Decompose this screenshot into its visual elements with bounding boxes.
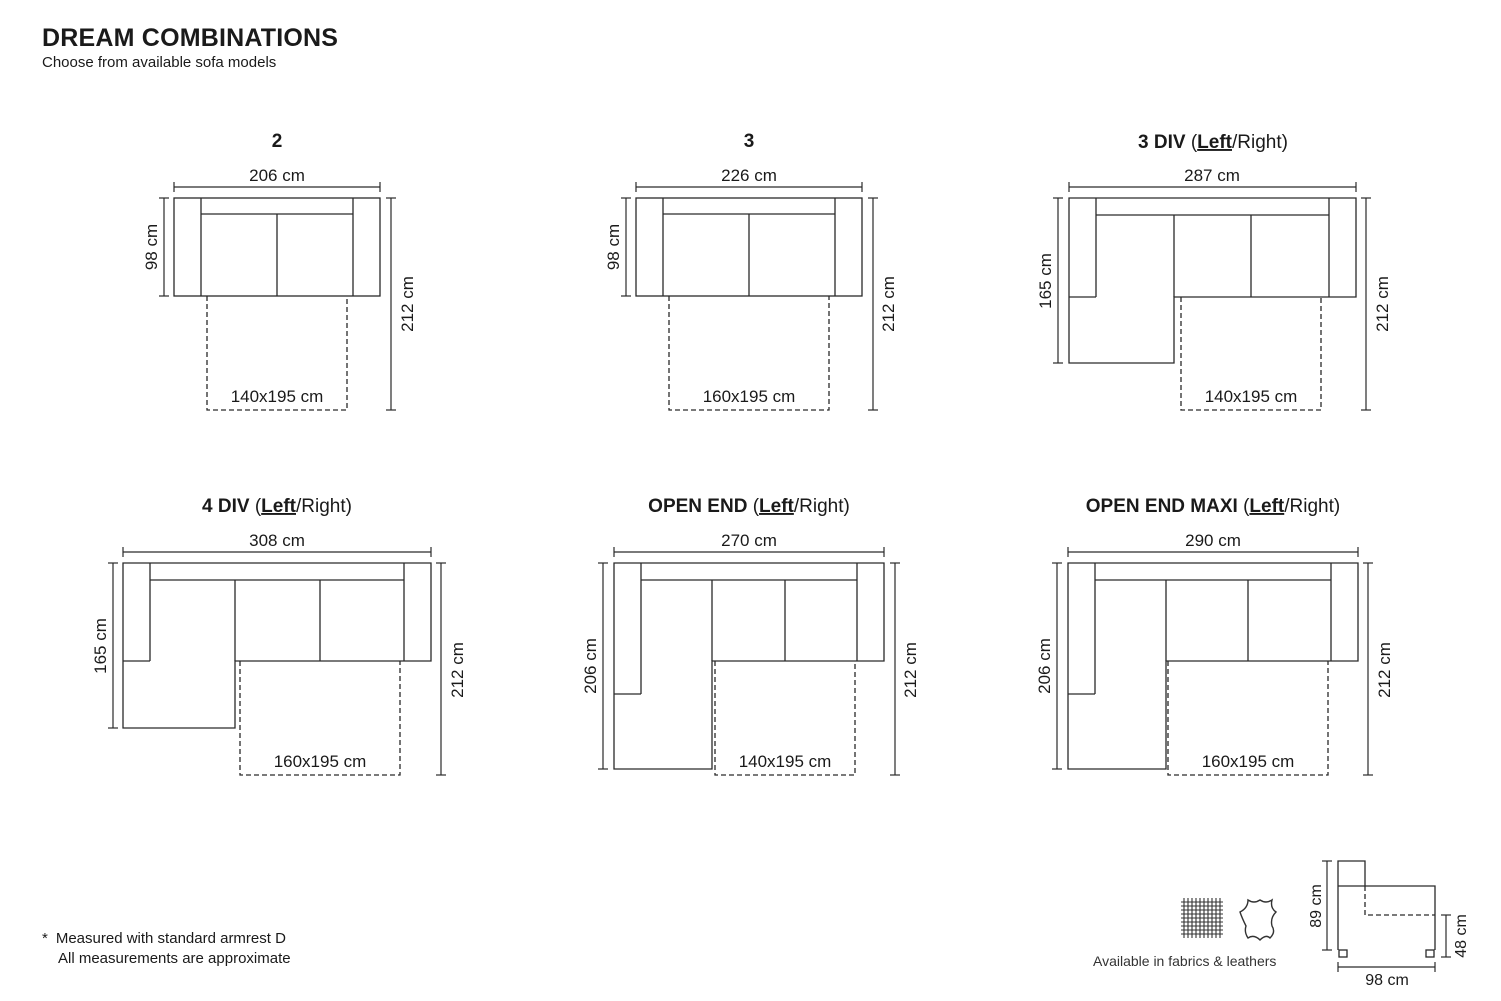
depth-label: 98 cm [142, 224, 161, 270]
depth-label: 206 cm [1035, 638, 1054, 694]
width-label: 290 cm [1185, 531, 1241, 550]
width-label: 270 cm [721, 531, 777, 550]
model-2-diagram: 2 206 cm 98 cm 212 cm 140x195 cm [142, 131, 417, 411]
footnote-text-1: Measured with standard armrest D [55, 930, 286, 947]
side-profile-diagram: 89 cm 48 cm 98 cm [1308, 860, 1470, 989]
width-label: 287 cm [1184, 166, 1240, 185]
materials-label: Available in fabrics & leathers [1093, 953, 1277, 969]
page-title: DREAM COMBINATIONS [42, 24, 339, 52]
footnote-line-1: * Measured with standard armrest D [42, 930, 286, 947]
model-title: 3 DIV (Left/Right) [1138, 132, 1288, 153]
profile-depth-label: 98 cm [1365, 972, 1409, 989]
bed-size-label: 140x195 cm [231, 387, 324, 406]
depth-label: 206 cm [581, 638, 600, 694]
open-depth-label: 212 cm [1373, 276, 1392, 332]
leather-hide-icon [1239, 898, 1278, 941]
open-depth-label: 212 cm [1375, 642, 1394, 698]
width-label: 308 cm [249, 531, 305, 550]
footnote-line-2: All measurements are approximate [58, 950, 291, 967]
model-title: 3 [744, 131, 755, 152]
model-open-end-diagram: OPEN END (Left/Right) 270 cm 206 cm 212 … [581, 496, 920, 776]
bed-size-label: 160x195 cm [274, 752, 367, 771]
footnote-mark: * [42, 930, 48, 947]
bed-size-label: 160x195 cm [703, 387, 796, 406]
bed-size-label: 160x195 cm [1202, 752, 1295, 771]
profile-height-label: 89 cm [1308, 884, 1325, 928]
model-title: OPEN END MAXI (Left/Right) [1086, 496, 1340, 517]
model-3-diagram: 3 226 cm 98 cm 212 cm 160x195 cm [604, 131, 898, 411]
open-depth-label: 212 cm [901, 642, 920, 698]
open-depth-label: 212 cm [879, 276, 898, 332]
model-open-end-maxi-diagram: OPEN END MAXI (Left/Right) 290 cm 206 cm… [1035, 496, 1394, 776]
depth-label: 98 cm [604, 224, 623, 270]
bed-size-label: 140x195 cm [739, 752, 832, 771]
bed-size-label: 140x195 cm [1205, 387, 1298, 406]
page-subtitle: Choose from available sofa models [42, 54, 277, 71]
profile-seat-height-label: 48 cm [1453, 914, 1470, 958]
model-3-div-diagram: 3 DIV (Left/Right) 287 cm 165 cm 212 cm … [1036, 132, 1392, 411]
open-depth-label: 212 cm [448, 642, 467, 698]
model-title: 2 [272, 131, 283, 152]
depth-label: 165 cm [91, 618, 110, 674]
model-4-div-diagram: 4 DIV (Left/Right) 308 cm 165 cm 212 cm … [91, 496, 467, 776]
model-title: OPEN END (Left/Right) [648, 496, 850, 517]
model-title: 4 DIV (Left/Right) [202, 496, 352, 517]
open-depth-label: 212 cm [398, 276, 417, 332]
fabric-grid-icon [1181, 898, 1223, 938]
width-label: 206 cm [249, 166, 305, 185]
width-label: 226 cm [721, 166, 777, 185]
depth-label: 165 cm [1036, 253, 1055, 309]
